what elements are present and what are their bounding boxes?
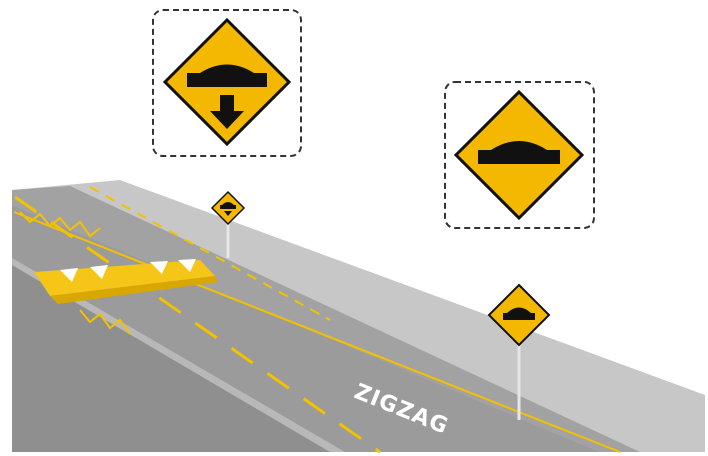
road: ZIGZAG [12, 180, 705, 452]
callout-hump [445, 82, 594, 228]
callout-hump-with-arrow [153, 10, 301, 156]
